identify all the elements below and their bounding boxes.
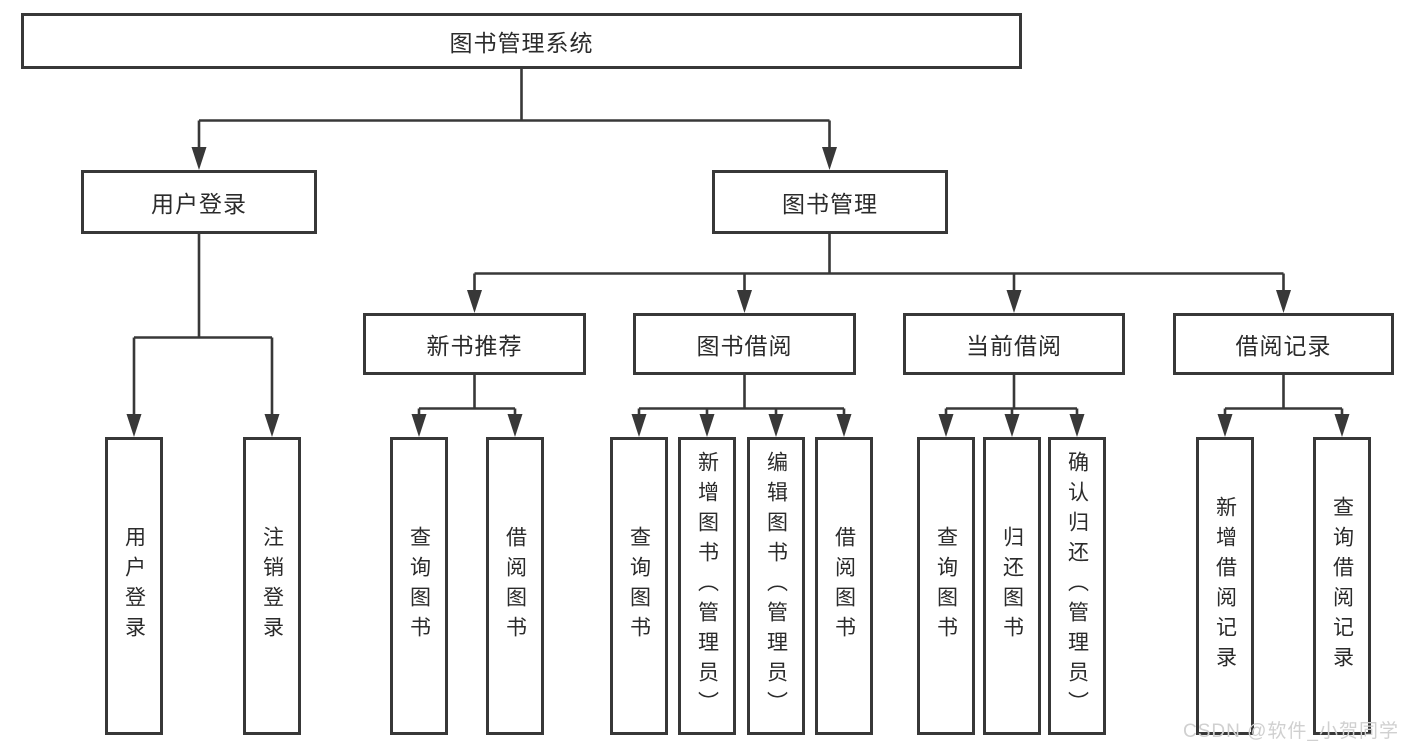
leaf-label: 归还图书	[1000, 526, 1024, 646]
arrow-down-icon	[1217, 414, 1233, 437]
arrow-down-icon	[631, 414, 647, 437]
watermark: CSDN @软件_小贺同学	[1183, 721, 1399, 742]
leaf-query-books-recommend: 查询图书	[390, 437, 448, 735]
leaf-label: 确认归还（管理员）	[1065, 451, 1089, 721]
leaf-query-borrow-record: 查询借阅记录	[1313, 437, 1371, 735]
connector-line	[197, 69, 831, 150]
node-label: 新书推荐	[426, 333, 523, 359]
leaf-label: 新增借阅记录	[1213, 496, 1237, 676]
node-label: 当前借阅	[966, 333, 1062, 359]
leaf-query-books-borrow: 查询图书	[610, 437, 668, 735]
arrow-down-icon	[699, 414, 715, 437]
connector-line	[944, 375, 1079, 418]
arrow-down-icon	[1276, 290, 1291, 313]
leaf-label: 注销登录	[260, 526, 284, 646]
connector-line	[132, 234, 274, 418]
leaf-label: 新增图书（管理员）	[695, 451, 719, 721]
arrow-down-icon	[1004, 414, 1020, 437]
leaf-user-login: 用户登录	[105, 437, 163, 735]
connector-line	[473, 234, 1285, 292]
leaf-confirm-return-admin: 确认归还（管理员）	[1048, 437, 1106, 735]
connector-line	[417, 375, 517, 418]
node-new-book-recommend: 新书推荐	[363, 313, 586, 375]
node-label: 图书管理	[782, 191, 878, 217]
node-borrow-records: 借阅记录	[1173, 313, 1394, 375]
arrow-down-icon	[126, 414, 142, 437]
leaf-edit-book-admin: 编辑图书（管理员）	[747, 437, 805, 735]
node-label: 图书管理系统	[449, 30, 594, 56]
arrow-down-icon	[737, 290, 752, 313]
arrow-down-icon	[411, 414, 427, 437]
leaf-return-books: 归还图书	[983, 437, 1041, 735]
leaf-label: 查询借阅记录	[1330, 496, 1354, 676]
connector-line	[1223, 375, 1344, 418]
connector-line	[637, 375, 846, 418]
arrow-down-icon	[1006, 290, 1022, 313]
arrow-down-icon	[264, 414, 280, 437]
node-book-borrow: 图书借阅	[633, 313, 856, 375]
leaf-label: 查询图书	[407, 526, 431, 646]
leaf-borrow-books: 借阅图书	[815, 437, 873, 735]
leaf-logout: 注销登录	[243, 437, 301, 735]
leaf-label: 编辑图书（管理员）	[764, 451, 788, 721]
arrow-down-icon	[191, 147, 207, 170]
leaf-label: 查询图书	[627, 526, 651, 646]
leaf-query-books-current: 查询图书	[917, 437, 975, 735]
leaf-add-book-admin: 新增图书（管理员）	[678, 437, 736, 735]
leaf-label: 借阅图书	[503, 526, 527, 646]
node-library-management-system: 图书管理系统	[21, 13, 1022, 69]
node-label: 用户登录	[151, 191, 247, 217]
arrow-down-icon	[822, 147, 837, 170]
arrow-down-icon	[467, 290, 482, 313]
node-label: 图书借阅	[696, 333, 793, 359]
leaf-label: 查询图书	[934, 526, 958, 646]
leaf-add-borrow-record: 新增借阅记录	[1196, 437, 1254, 735]
arrow-down-icon	[836, 414, 852, 437]
node-user-login: 用户登录	[81, 170, 317, 234]
arrow-down-icon	[768, 414, 784, 437]
arrow-down-icon	[1334, 414, 1350, 437]
leaf-borrow-books-recommend: 借阅图书	[486, 437, 544, 735]
arrow-down-icon	[1069, 414, 1085, 437]
arrow-down-icon	[507, 414, 523, 437]
node-current-borrow: 当前借阅	[903, 313, 1125, 375]
node-book-management: 图书管理	[712, 170, 948, 234]
leaf-label: 借阅图书	[832, 526, 856, 646]
node-label: 借阅记录	[1235, 333, 1332, 359]
arrow-down-icon	[938, 414, 954, 437]
leaf-label: 用户登录	[122, 526, 146, 646]
